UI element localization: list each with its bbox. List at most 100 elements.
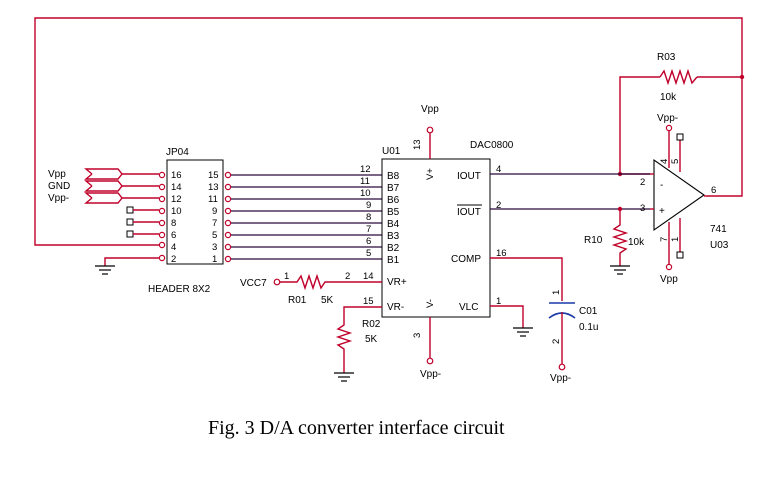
dac-pin-number: 7 — [366, 224, 371, 235]
resistor-r10: R10 10k — [584, 209, 645, 275]
header-right-pin: 5 — [212, 230, 217, 241]
header-pin — [224, 243, 232, 251]
resistor-r02: R02 5K — [334, 306, 382, 382]
dac-bit-label: B7 — [387, 183, 400, 194]
junction-dot — [739, 74, 745, 80]
opamp-plus-sign: + — [659, 206, 665, 217]
header-left-pin: 8 — [171, 218, 176, 229]
nc-square-icon — [676, 133, 684, 141]
header-right-pin: 11 — [208, 194, 218, 205]
header-left-pin: 14 — [171, 182, 182, 193]
header-left-pin: 6 — [171, 230, 176, 241]
dac-bit-label: B6 — [387, 195, 400, 206]
power-label-vpp-minus: Vpp- — [48, 193, 69, 204]
nc-square-icon — [676, 251, 684, 259]
opamp-minus-sign: - — [660, 180, 663, 191]
ground-icon — [513, 327, 533, 337]
dac-bit-label: B2 — [387, 243, 400, 254]
header-pin — [158, 207, 166, 215]
dac-vrm-label: VR- — [387, 302, 404, 313]
opamp-ref: U03 — [710, 240, 729, 251]
header-pin — [224, 255, 232, 263]
dac-vminus-label: V- — [425, 299, 436, 308]
figure-caption: Fig. 3 D/A converter interface circuit — [208, 417, 505, 439]
dac-vminus-pin: 3 — [412, 333, 423, 338]
r01-pin2: 2 — [345, 271, 350, 282]
vcc7-pin — [273, 278, 281, 286]
header-name: HEADER 8X2 — [148, 284, 211, 295]
r01-pin1: 1 — [284, 271, 289, 282]
r10-value: 10k — [628, 237, 645, 248]
header-pin — [224, 219, 232, 227]
opamp-pin-5: 5 — [670, 159, 681, 164]
dac-pin-number: 8 — [366, 212, 371, 223]
c01-ref: C01 — [579, 306, 598, 317]
header-pin — [224, 207, 232, 215]
dac-vlc-label: VLC — [459, 302, 478, 313]
r01-value: 5K — [321, 295, 334, 306]
opamp-741: - + 2 3 6 Vpp- 4 5 Vpp 7 1 741 U03 — [640, 113, 729, 285]
dac-pin-number: 12 — [360, 164, 371, 175]
dac-ioutb-pin: 2 — [496, 200, 501, 211]
c01-supply-pin — [558, 363, 566, 371]
opamp-vpp-minus-label: Vpp- — [657, 113, 678, 124]
header-left-pin: 10 — [171, 206, 182, 217]
dac-pin-number: 10 — [360, 188, 371, 199]
dac-name: DAC0800 — [470, 140, 514, 151]
dac-bit-label: B3 — [387, 231, 400, 242]
header-right-pin: 9 — [212, 206, 217, 217]
opamp-supply-pin — [665, 124, 673, 132]
dac-bit-label: B8 — [387, 171, 400, 182]
dac-bit-label: B1 — [387, 255, 400, 266]
dac-vplus-label: V+ — [425, 168, 436, 180]
r01-ref: R01 — [288, 295, 307, 306]
c01-pin1: 1 — [551, 290, 562, 295]
header-pin — [158, 254, 166, 262]
resistor-r03: R03 10k — [617, 52, 745, 177]
opamp-pin-1: 1 — [670, 237, 681, 242]
dac-comp-label: COMP — [451, 254, 481, 265]
dac-vrm-pin: 15 — [363, 296, 374, 307]
capacitor-c01: C01 0.1u 1 2 Vpp- — [548, 290, 598, 384]
r03-ref: R03 — [657, 52, 676, 63]
header-pin — [158, 219, 166, 227]
dac-supply-pin — [426, 126, 434, 134]
r01-net: VCC7 — [240, 278, 267, 289]
header-right-pin: 13 — [208, 182, 219, 193]
power-label-gnd: GND — [48, 181, 70, 192]
dac-iout-pin: 4 — [496, 164, 501, 175]
dac-ref: U01 — [382, 146, 401, 157]
header-pin — [224, 171, 232, 179]
nc-square-icon — [126, 218, 134, 226]
nc-square-icon — [126, 206, 134, 214]
dac-comp-pin: 16 — [496, 248, 507, 259]
power-connectors: Vpp GND Vpp- — [48, 168, 159, 204]
header-pin — [224, 183, 232, 191]
header-right-pin: 1 — [212, 254, 217, 265]
header-right-pin: 3 — [212, 242, 217, 253]
power-label-vpp: Vpp — [48, 169, 66, 180]
c01-value: 0.1u — [579, 322, 598, 333]
header-ref: JP04 — [166, 147, 189, 158]
r02-value: 5K — [365, 334, 378, 345]
r10-ref: R10 — [584, 235, 603, 246]
header-left-pin: 4 — [171, 242, 176, 253]
dac-body — [381, 158, 491, 318]
header-pin — [158, 195, 166, 203]
dac-iout-label: IOUT — [457, 171, 481, 182]
data-bus — [231, 174, 382, 260]
header-jp04: JP04 HEADER 8X2 16 14 12 10 8 6 4 2 15 1… — [104, 147, 232, 295]
header-left-pin: 16 — [171, 170, 182, 181]
r03-value: 10k — [660, 92, 677, 103]
opamp-name: 741 — [710, 224, 727, 235]
output-wires — [490, 173, 650, 328]
c01-pin2: 2 — [551, 339, 562, 344]
opamp-pin-noninv: 3 — [640, 203, 645, 214]
dac-vplus-pin: 13 — [412, 139, 423, 150]
dac0800-chip: U01 DAC0800 12 11 10 9 8 7 6 5 B8 B7 B6 … — [360, 104, 514, 380]
header-pin — [224, 231, 232, 239]
dac-vrp-label: VR+ — [387, 277, 407, 288]
header-pin — [158, 183, 166, 191]
header-pin — [158, 231, 166, 239]
